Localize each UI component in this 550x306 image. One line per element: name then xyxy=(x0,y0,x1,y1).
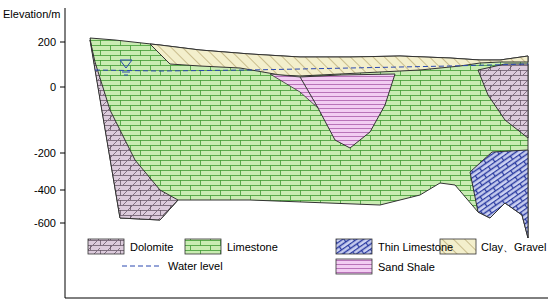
legend-label: Thin Limestone xyxy=(378,241,453,254)
tick-label: -200 xyxy=(34,147,56,160)
legend-label: Sand Shale xyxy=(378,261,435,274)
legend-label: Dolomite xyxy=(130,241,173,254)
axis-title: Elevation/m xyxy=(3,8,60,21)
legend-label: Clay、Gravel xyxy=(481,241,546,254)
tick-label: 200 xyxy=(38,36,56,49)
legend-label: Limestone xyxy=(227,241,278,254)
tick-label: -400 xyxy=(34,184,56,197)
tick-label: 0 xyxy=(50,81,56,94)
legend-label: Water level xyxy=(168,260,223,273)
tick-label: -600 xyxy=(34,217,56,230)
